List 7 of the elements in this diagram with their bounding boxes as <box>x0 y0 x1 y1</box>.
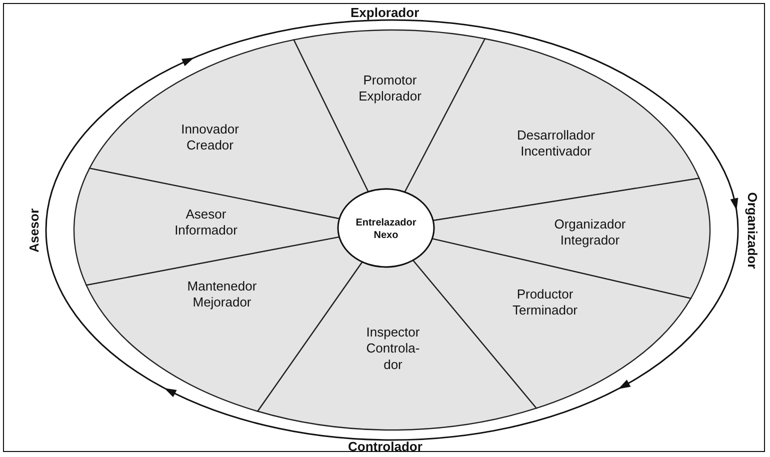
role-label: Asesor <box>26 208 42 252</box>
role-label: Explorador <box>350 4 420 20</box>
role-label: Controlador <box>348 438 422 454</box>
wheel-segment: Promotor Explorador <box>293 30 486 193</box>
wheel-segment: Mantenedor Mejorador <box>86 236 363 412</box>
role-label: Organizador <box>744 192 760 268</box>
hub-circle: Entrelazador Nexo <box>337 188 435 268</box>
